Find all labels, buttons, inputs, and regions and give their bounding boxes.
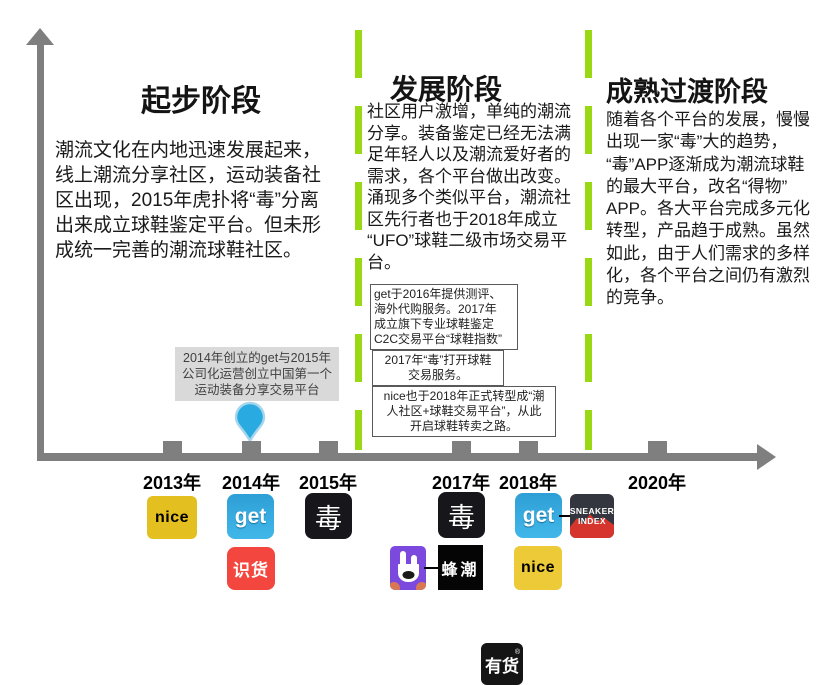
logo-du-2017-label: 毒 (448, 502, 475, 533)
sneaker-index-chart-icon (570, 514, 614, 538)
tick-2020 (648, 441, 667, 454)
timeline-axis (37, 453, 758, 461)
logo-fengchao: 蜂潮 (438, 545, 483, 590)
vertical-axis (37, 42, 44, 461)
logo-ufo (390, 546, 426, 590)
phase-divider-2 (585, 30, 592, 450)
year-label-2013: 2013年 (142, 473, 202, 493)
logo-du-2017: 毒 (438, 492, 485, 538)
logo-nice-2018: nice (514, 546, 562, 590)
logo-get-2014-label: get (234, 504, 267, 528)
timeline-axis-arrowhead-icon (757, 444, 776, 470)
note-box-nice-2018: nice也于2018年正式转型成“潮 人社区+球鞋交易平台”，从此 开启球鞋转卖… (372, 386, 556, 437)
connector-get-sneakerindex (559, 515, 572, 517)
registered-mark-icon: ® (514, 649, 520, 656)
logo-sneaker-index: SNEAKER INDEX (570, 494, 614, 538)
year-label-2015: 2015年 (298, 473, 358, 493)
year-label-2020: 2020年 (627, 473, 687, 493)
logo-get-2018: get (515, 493, 562, 538)
logo-nice-2013-label: nice (154, 508, 189, 526)
tick-2017 (452, 441, 471, 454)
tick-2013 (163, 441, 182, 454)
logo-nice-2013: nice (147, 496, 197, 539)
tick-2018 (519, 441, 538, 454)
phase-2-body: 社区用户激增，单纯的潮流 分享。装备鉴定已经无法满 足年轻人以及潮流爱好者的 需… (367, 102, 571, 272)
phase-1-body: 潮流文化在内地迅速发展起来， 线上潮流分享社区，运动装备社 区出现，2015年虎… (55, 140, 322, 261)
phase-2-title: 发展阶段 (389, 74, 502, 105)
logo-du-2015: 毒 (305, 493, 352, 539)
year-label-2017: 2017年 (431, 473, 491, 493)
sneaker-index-line1: SNEAKER (570, 506, 614, 516)
year-label-2018: 2018年 (498, 473, 558, 493)
callout-2014-get: 2014年创立的get与2015年 公司化运营创立中国第一个 运动装备分享交易平… (175, 347, 339, 401)
year-label-2014: 2014年 (221, 473, 281, 493)
note-box-du-2017: 2017年“毒”打开球鞋 交易服务。 (372, 350, 504, 386)
logo-shihuo: 识货 (227, 547, 275, 590)
logo-fengchao-label: 蜂潮 (441, 561, 480, 579)
logo-get-2014: get (227, 494, 274, 539)
phase-divider-1 (355, 30, 362, 450)
tick-2014 (242, 441, 261, 454)
phase-1-title: 起步阶段 (141, 85, 261, 118)
tick-2015 (319, 441, 338, 454)
logo-shihuo-label: 识货 (233, 561, 269, 580)
vertical-axis-arrowhead-icon (26, 28, 54, 45)
logo-du-2015-label: 毒 (315, 503, 342, 534)
connector-ufo-fengchao (424, 567, 439, 569)
note-box-get-2016: get于2016年提供测评、 海外代购服务。2017年 成立旗下专业球鞋鉴定 C… (370, 284, 518, 350)
rock-hand-icon (390, 551, 426, 590)
phase-3-title: 成熟过渡阶段 (606, 77, 768, 107)
logo-youhuo: 有货 ® (481, 643, 523, 685)
sneaker-index-line2: INDEX (578, 516, 606, 526)
logo-get-2018-label: get (522, 503, 555, 527)
phase-3-body: 随着各个平台的发展，慢慢 出现一家“毒”大的趋势， “毒”APP逐渐成为潮流球鞋… (606, 110, 811, 308)
logo-nice-2018-label: nice (520, 559, 555, 576)
